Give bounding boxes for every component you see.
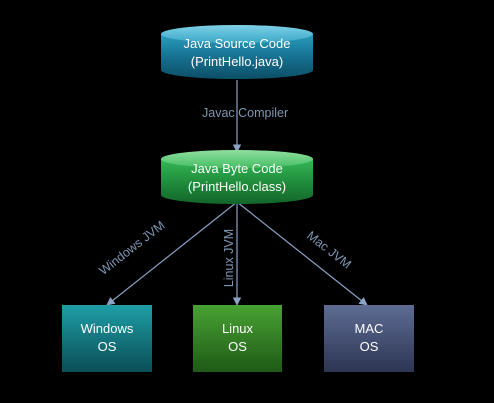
windows-os-node: Windows OS [62, 320, 152, 356]
byte-code-title: Java Byte Code [191, 161, 283, 176]
mac-jvm-connector [236, 201, 368, 306]
windows-jvm-connector [106, 201, 238, 306]
source-code-node: Java Source Code (PrintHello.java) [161, 35, 313, 71]
byte-code-filename: (PrintHello.class) [187, 179, 287, 194]
source-code-filename: (PrintHello.java) [190, 54, 284, 69]
linux-os-node: Linux OS [193, 320, 282, 356]
windows-os-name: Windows [80, 321, 134, 336]
linux-os-name: Linux [221, 321, 254, 336]
mac-os-suffix: OS [359, 339, 379, 354]
mac-os-name: MAC [354, 321, 384, 336]
javac-compiler-label: Javac Compiler [202, 106, 289, 120]
byte-code-node: Java Byte Code (PrintHello.class) [161, 160, 313, 196]
byte-code-cylinder [161, 150, 313, 204]
linux-jvm-label: Linux JVM [222, 228, 236, 288]
source-code-cylinder [161, 25, 313, 79]
windows-os-box [62, 305, 152, 372]
windows-os-suffix: OS [97, 339, 117, 354]
source-code-title: Java Source Code [183, 36, 291, 51]
linux-os-suffix: OS [228, 339, 247, 354]
linux-os-box [193, 305, 282, 372]
mac-os-box [324, 305, 414, 372]
mac-os-node: MAC OS [324, 320, 414, 356]
